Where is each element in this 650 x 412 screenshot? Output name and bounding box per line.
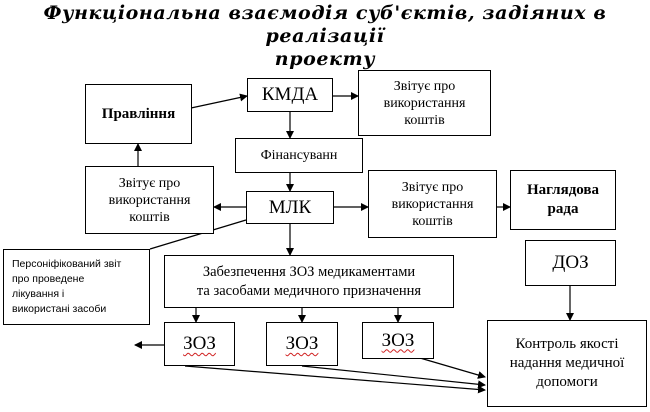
node-zoz-1: ЗОЗ [164, 322, 235, 366]
node-naglyadova-line-2: рада [547, 201, 579, 217]
node-zvit-top-line-3: коштів [404, 112, 445, 128]
node-zvit-left-line-3: коштів [129, 209, 170, 225]
node-zoz-2: ЗОЗ [266, 322, 338, 366]
node-zvit-top-line-1: Звітує про [393, 78, 456, 94]
title-line-2: проекту [274, 48, 376, 70]
node-quality-line-1: Контроль якості [515, 336, 619, 352]
node-zoz-3: ЗОЗ [362, 322, 434, 359]
node-zvit-left: Звітує про використання коштів [85, 166, 214, 234]
node-naglyadova-rada: Наглядова рада [510, 170, 616, 230]
node-quality-line-2: надання медичної [509, 355, 625, 371]
node-personal-report-line-4: використані засоби [12, 303, 107, 315]
node-zvit-right-line-1: Звітує про [401, 179, 464, 195]
node-pravlinnia-label: Правління [101, 105, 176, 122]
node-zvit-left-line-1: Звітує про [118, 175, 181, 191]
arrow-pravlinnia-to-kmda [190, 93, 248, 109]
node-naglyadova-line-1: Наглядова [526, 182, 600, 198]
node-kmda-label: КМДА [261, 84, 319, 105]
node-personal-report: Персоніфікований звіт про проведене ліку… [3, 249, 150, 325]
node-supply-line-2: та засобами медичного призначення [196, 282, 422, 299]
node-personal-report-line-2: про проведене [12, 273, 85, 285]
node-zvit-right: Звітує про використання коштів [368, 170, 497, 238]
node-personal-report-line-1: Персоніфікований звіт [12, 258, 122, 270]
arrow-zoz-3-to-quality [419, 357, 486, 379]
page-title: Функціональна взаємодія суб'єктів, задія… [0, 2, 650, 71]
node-mlk: МЛК [246, 191, 334, 224]
node-zvit-right-line-3: коштів [412, 213, 453, 229]
node-finansuvannia: Фінансуванн [235, 138, 363, 173]
node-zvit-right-line-2: використання [391, 196, 474, 212]
node-supply: Забезпечення ЗОЗ медикаментами та засоба… [164, 255, 454, 308]
node-finansuvannia-label: Фінансуванн [260, 147, 338, 163]
node-zoz-3-label: ЗОЗ [381, 329, 415, 351]
node-zvit-top-line-2: використання [383, 95, 466, 111]
node-quality-line-3: допомоги [536, 374, 598, 390]
node-kmda: КМДА [247, 78, 333, 112]
node-personal-report-line-3: лікування і [12, 288, 65, 300]
arrow-zoz-1-to-quality [184, 365, 486, 394]
node-doz: ДОЗ [525, 240, 616, 286]
node-doz-label: ДОЗ [552, 252, 589, 273]
node-mlk-label: МЛК [268, 196, 312, 218]
node-supply-line-1: Забезпечення ЗОЗ медикаментами [202, 263, 416, 280]
line-mlk-to-personal-report [149, 219, 247, 250]
node-zvit-top: Звітує про використання коштів [358, 70, 491, 136]
node-zvit-left-line-2: використання [108, 192, 191, 208]
node-zoz-2-label: ЗОЗ [285, 333, 319, 354]
node-quality-control: Контроль якості надання медичної допомог… [487, 320, 647, 407]
node-zoz-1-label: ЗОЗ [183, 333, 216, 354]
title-line-1: Функціональна взаємодія суб'єктів, задія… [43, 2, 607, 47]
arrow-zoz-2-to-quality [301, 365, 486, 389]
node-pravlinnia: Правління [85, 84, 192, 144]
